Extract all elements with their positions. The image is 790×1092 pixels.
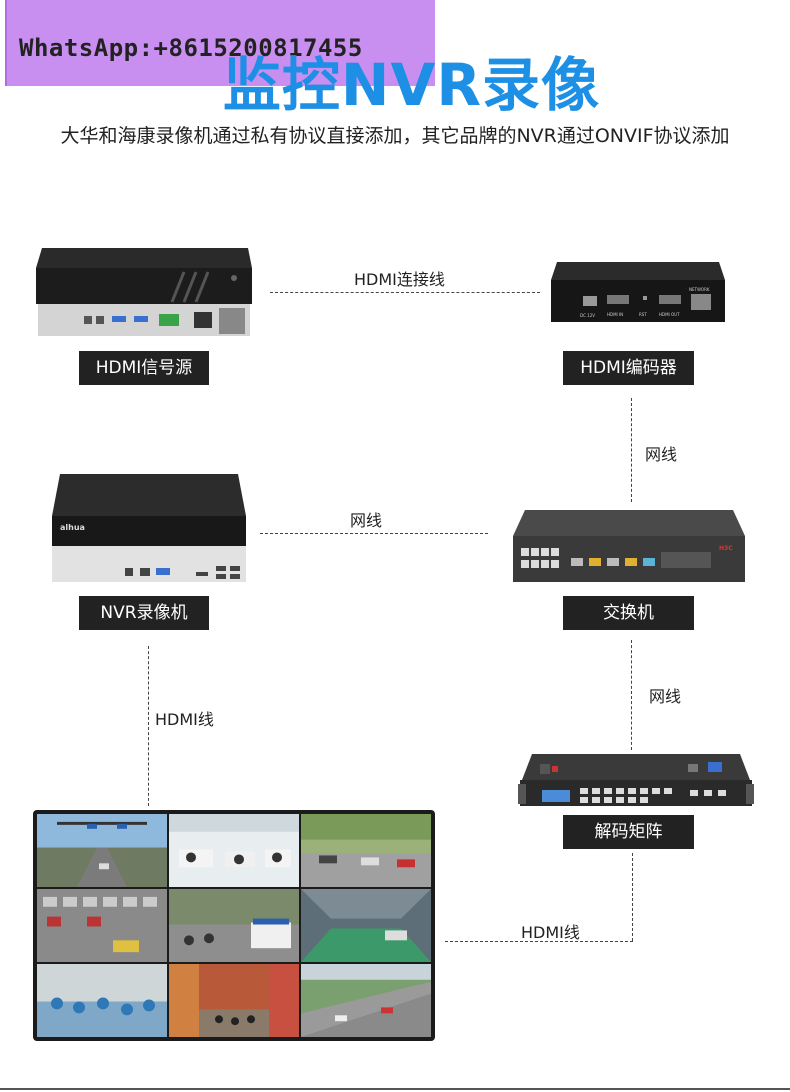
decoder-matrix-device (518, 754, 754, 806)
hdmi-encoder-device: DC 12V HDMI IN RST HDMI OUT NETWORK (551, 262, 725, 322)
hdmi-encoder-label: HDMI编码器 (563, 351, 694, 385)
hdmi-source-device (36, 248, 252, 336)
nvr-wall-line (148, 646, 149, 806)
nvr-switch-label: 网线 (350, 511, 383, 530)
encoder-network-text: NETWORK (689, 287, 710, 292)
switch-brand-text: H3C (719, 545, 733, 552)
matrix-wall-label: HDMI线 (521, 923, 580, 942)
nvr-label: NVR录像机 (79, 596, 209, 630)
nvr-device: alhua (52, 474, 246, 582)
nvr-brand-text: alhua (60, 523, 85, 532)
camera-feed-street-police (169, 889, 299, 962)
nvr-switch-line (260, 533, 488, 534)
hdmi-source-label: HDMI信号源 (79, 351, 209, 385)
encoder-switch-label: 网线 (645, 445, 678, 464)
switch-matrix-line (631, 640, 632, 750)
contact-banner: WhatsApp:+8615200817455 (5, 0, 435, 86)
decoder-matrix-label: 解码矩阵 (563, 815, 694, 849)
camera-feed-office (169, 814, 299, 887)
encoder-switch-line (631, 398, 632, 502)
switch-label: 交换机 (563, 596, 694, 630)
camera-feed-intersection (37, 814, 167, 887)
page-subtitle: 大华和海康录像机通过私有协议直接添加，其它品牌的NVR通过ONVIF协议添加 (60, 125, 730, 147)
switch-device: H3C (513, 510, 745, 582)
encoder-hdmi-out-text: HDMI OUT (659, 312, 680, 317)
contact-text: WhatsApp:+8615200817455 (19, 34, 363, 62)
camera-feed-factory (37, 964, 167, 1037)
matrix-wall-horizontal-line (445, 941, 633, 942)
encoder-rst-text: RST (639, 312, 647, 317)
encoder-dc-text: DC 12V (580, 313, 595, 318)
camera-feed-parking-lot (37, 889, 167, 962)
camera-feed-highway (301, 964, 431, 1037)
source-encoder-label: HDMI连接线 (354, 270, 445, 289)
camera-feed-parking-outdoor (301, 814, 431, 887)
page-title: 监控NVR录像 (210, 38, 600, 122)
switch-matrix-label: 网线 (649, 687, 682, 706)
nvr-wall-label: HDMI线 (155, 710, 214, 729)
camera-feed-underground-garage (301, 889, 431, 962)
matrix-wall-vertical-line (632, 853, 633, 941)
source-encoder-line (270, 292, 540, 293)
encoder-hdmi-in-text: HDMI IN (607, 312, 623, 317)
camera-feed-shopping-street (169, 964, 299, 1037)
bottom-divider (0, 1088, 790, 1090)
video-wall (33, 810, 435, 1041)
page-title-text: 监控NVR录像 (222, 51, 600, 119)
